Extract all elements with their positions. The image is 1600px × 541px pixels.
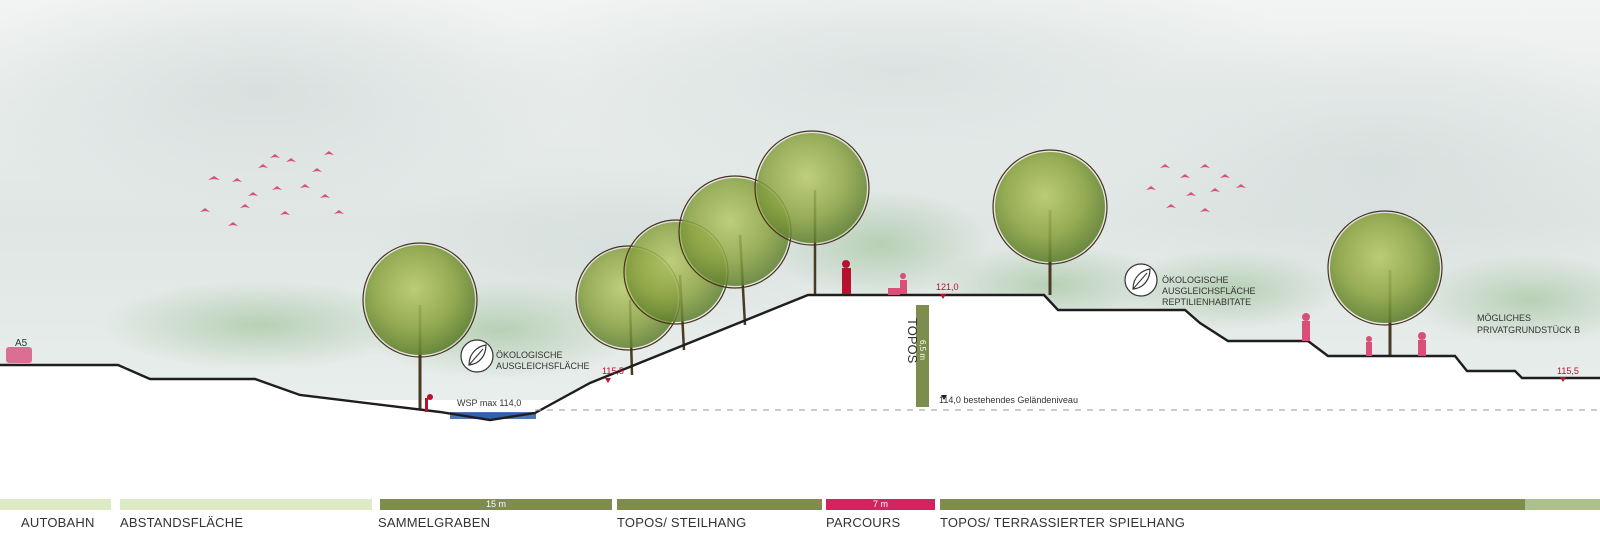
existing-level-label: 114,0 bestehendes Geländeniveau [939,395,1078,405]
elevation-marker-icon [605,294,1566,400]
zone-label-topos-spielhang: TOPOS/ TERRASSIERTER SPIELHANG [940,515,1186,530]
person-icon [1366,336,1372,356]
oeko1-line2: AUSGLEICHSFLÄCHE [496,361,590,371]
elev-left: 115,5 [602,366,624,376]
person-icon [1302,313,1310,341]
car-icon [6,347,32,363]
terrain-line [0,293,1600,422]
person-icon [888,288,900,295]
zone-bar-sammelgraben: 15 m [380,499,612,510]
zone-bar-abstandsflaeche [120,499,372,510]
zone-label-sammelgraben: SAMMELGRABEN [378,515,491,530]
person-icon [900,273,907,294]
person-icons [842,260,1426,356]
water-surface [450,412,536,419]
heron-icon [425,394,433,412]
person-icon [842,260,851,294]
bird-flock [200,151,1246,226]
zone-bar-parcours: 7 m [826,499,935,510]
leaf-icon [1124,263,1158,297]
a5-label: A5 [15,338,28,349]
height-label: 6,5 m [918,340,927,360]
elev-top: 121,0 [936,282,959,292]
zone-bar-autobahn [0,499,111,510]
oeko2-line1: ÖKOLOGISCHE [1162,275,1229,285]
oeko2-line2: AUSGLEICHSFLÄCHE [1162,286,1256,296]
trees [362,130,1443,410]
wsp-label: WSP max 114,0 [457,398,521,408]
private-line2: PRIVATGRUNDSTÜCK B [1477,325,1580,335]
zone-bar-topos-steilhang [617,499,822,510]
person-icon [1418,332,1426,356]
elev-right: 115,5 [1557,366,1579,376]
private-line1: MÖGLICHES [1477,313,1531,323]
terrain-ground [0,295,1600,541]
oeko2-line3: REPTILIENHABITATE [1162,297,1251,307]
topos-vertical-label: TOPOS [905,318,920,364]
zone-label-autobahn: AUTOBAHN [21,515,95,530]
leaf-icon [460,339,494,373]
oeko1-line1: ÖKOLOGISCHE [496,350,563,360]
zone-label-parcours: PARCOURS [826,515,901,530]
zone-bar-topos-spielhang [940,499,1525,510]
topos-height-bar [916,305,929,407]
zone-label-abstandsflaeche: ABSTANDSFLÄCHE [120,515,244,530]
zone-bar-extra [1525,499,1600,510]
zone-label-topos-steilhang: TOPOS/ STEILHANG [617,515,747,530]
